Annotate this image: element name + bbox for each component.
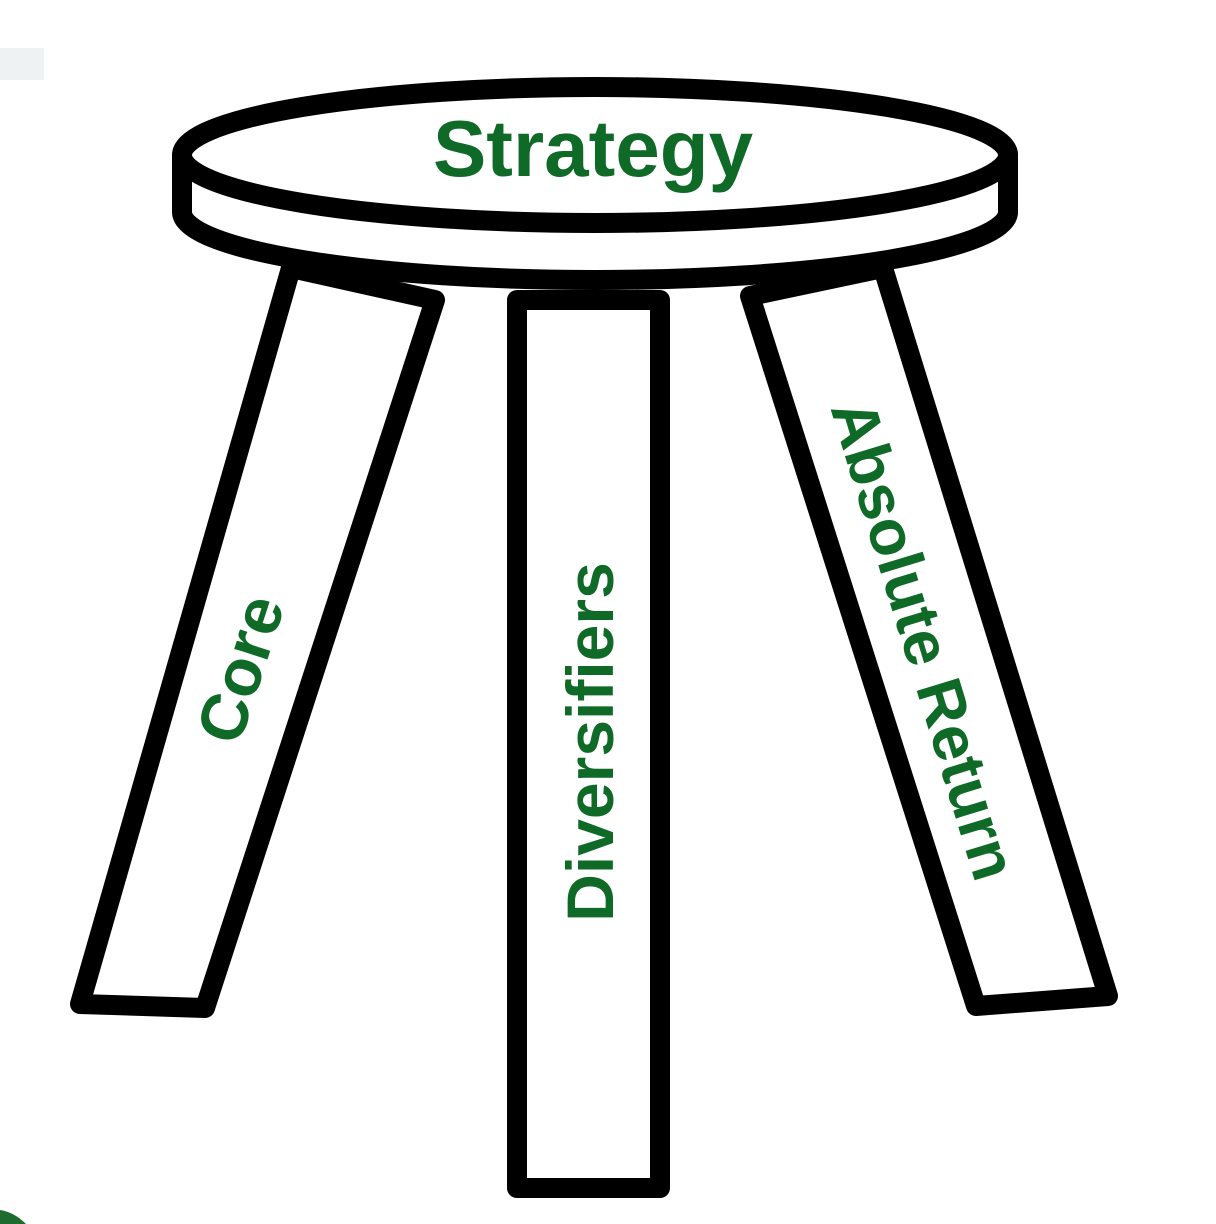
leg-right-absolute-return	[740, 258, 1118, 1016]
seat-top	[172, 77, 1018, 233]
leg-center-diversifiers	[507, 290, 670, 1198]
leg-label-diversifiers: Diversifiers	[553, 562, 627, 922]
leg-left-core	[70, 258, 445, 1018]
corner-accent	[0, 1210, 26, 1224]
seat-label-strategy: Strategy	[433, 104, 754, 193]
corner-smudge	[0, 48, 44, 80]
